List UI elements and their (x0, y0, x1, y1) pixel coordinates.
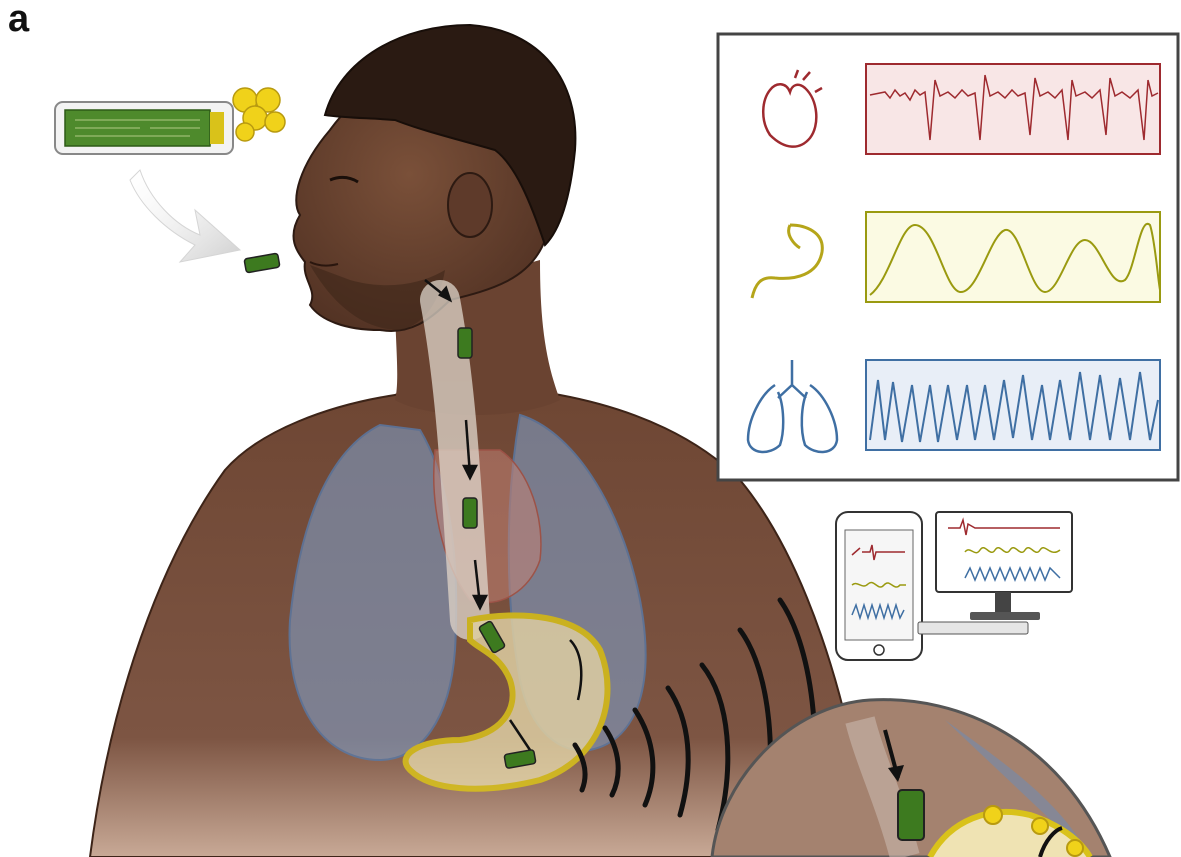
desktop-monitor (918, 512, 1072, 634)
ear (448, 173, 492, 237)
smartphone (836, 512, 922, 660)
ecg-trace-box (866, 64, 1160, 154)
swallow-arrow (130, 170, 240, 262)
capsule-device (55, 88, 285, 154)
signal-panel (718, 34, 1178, 480)
gastric-trace-box (866, 212, 1160, 302)
